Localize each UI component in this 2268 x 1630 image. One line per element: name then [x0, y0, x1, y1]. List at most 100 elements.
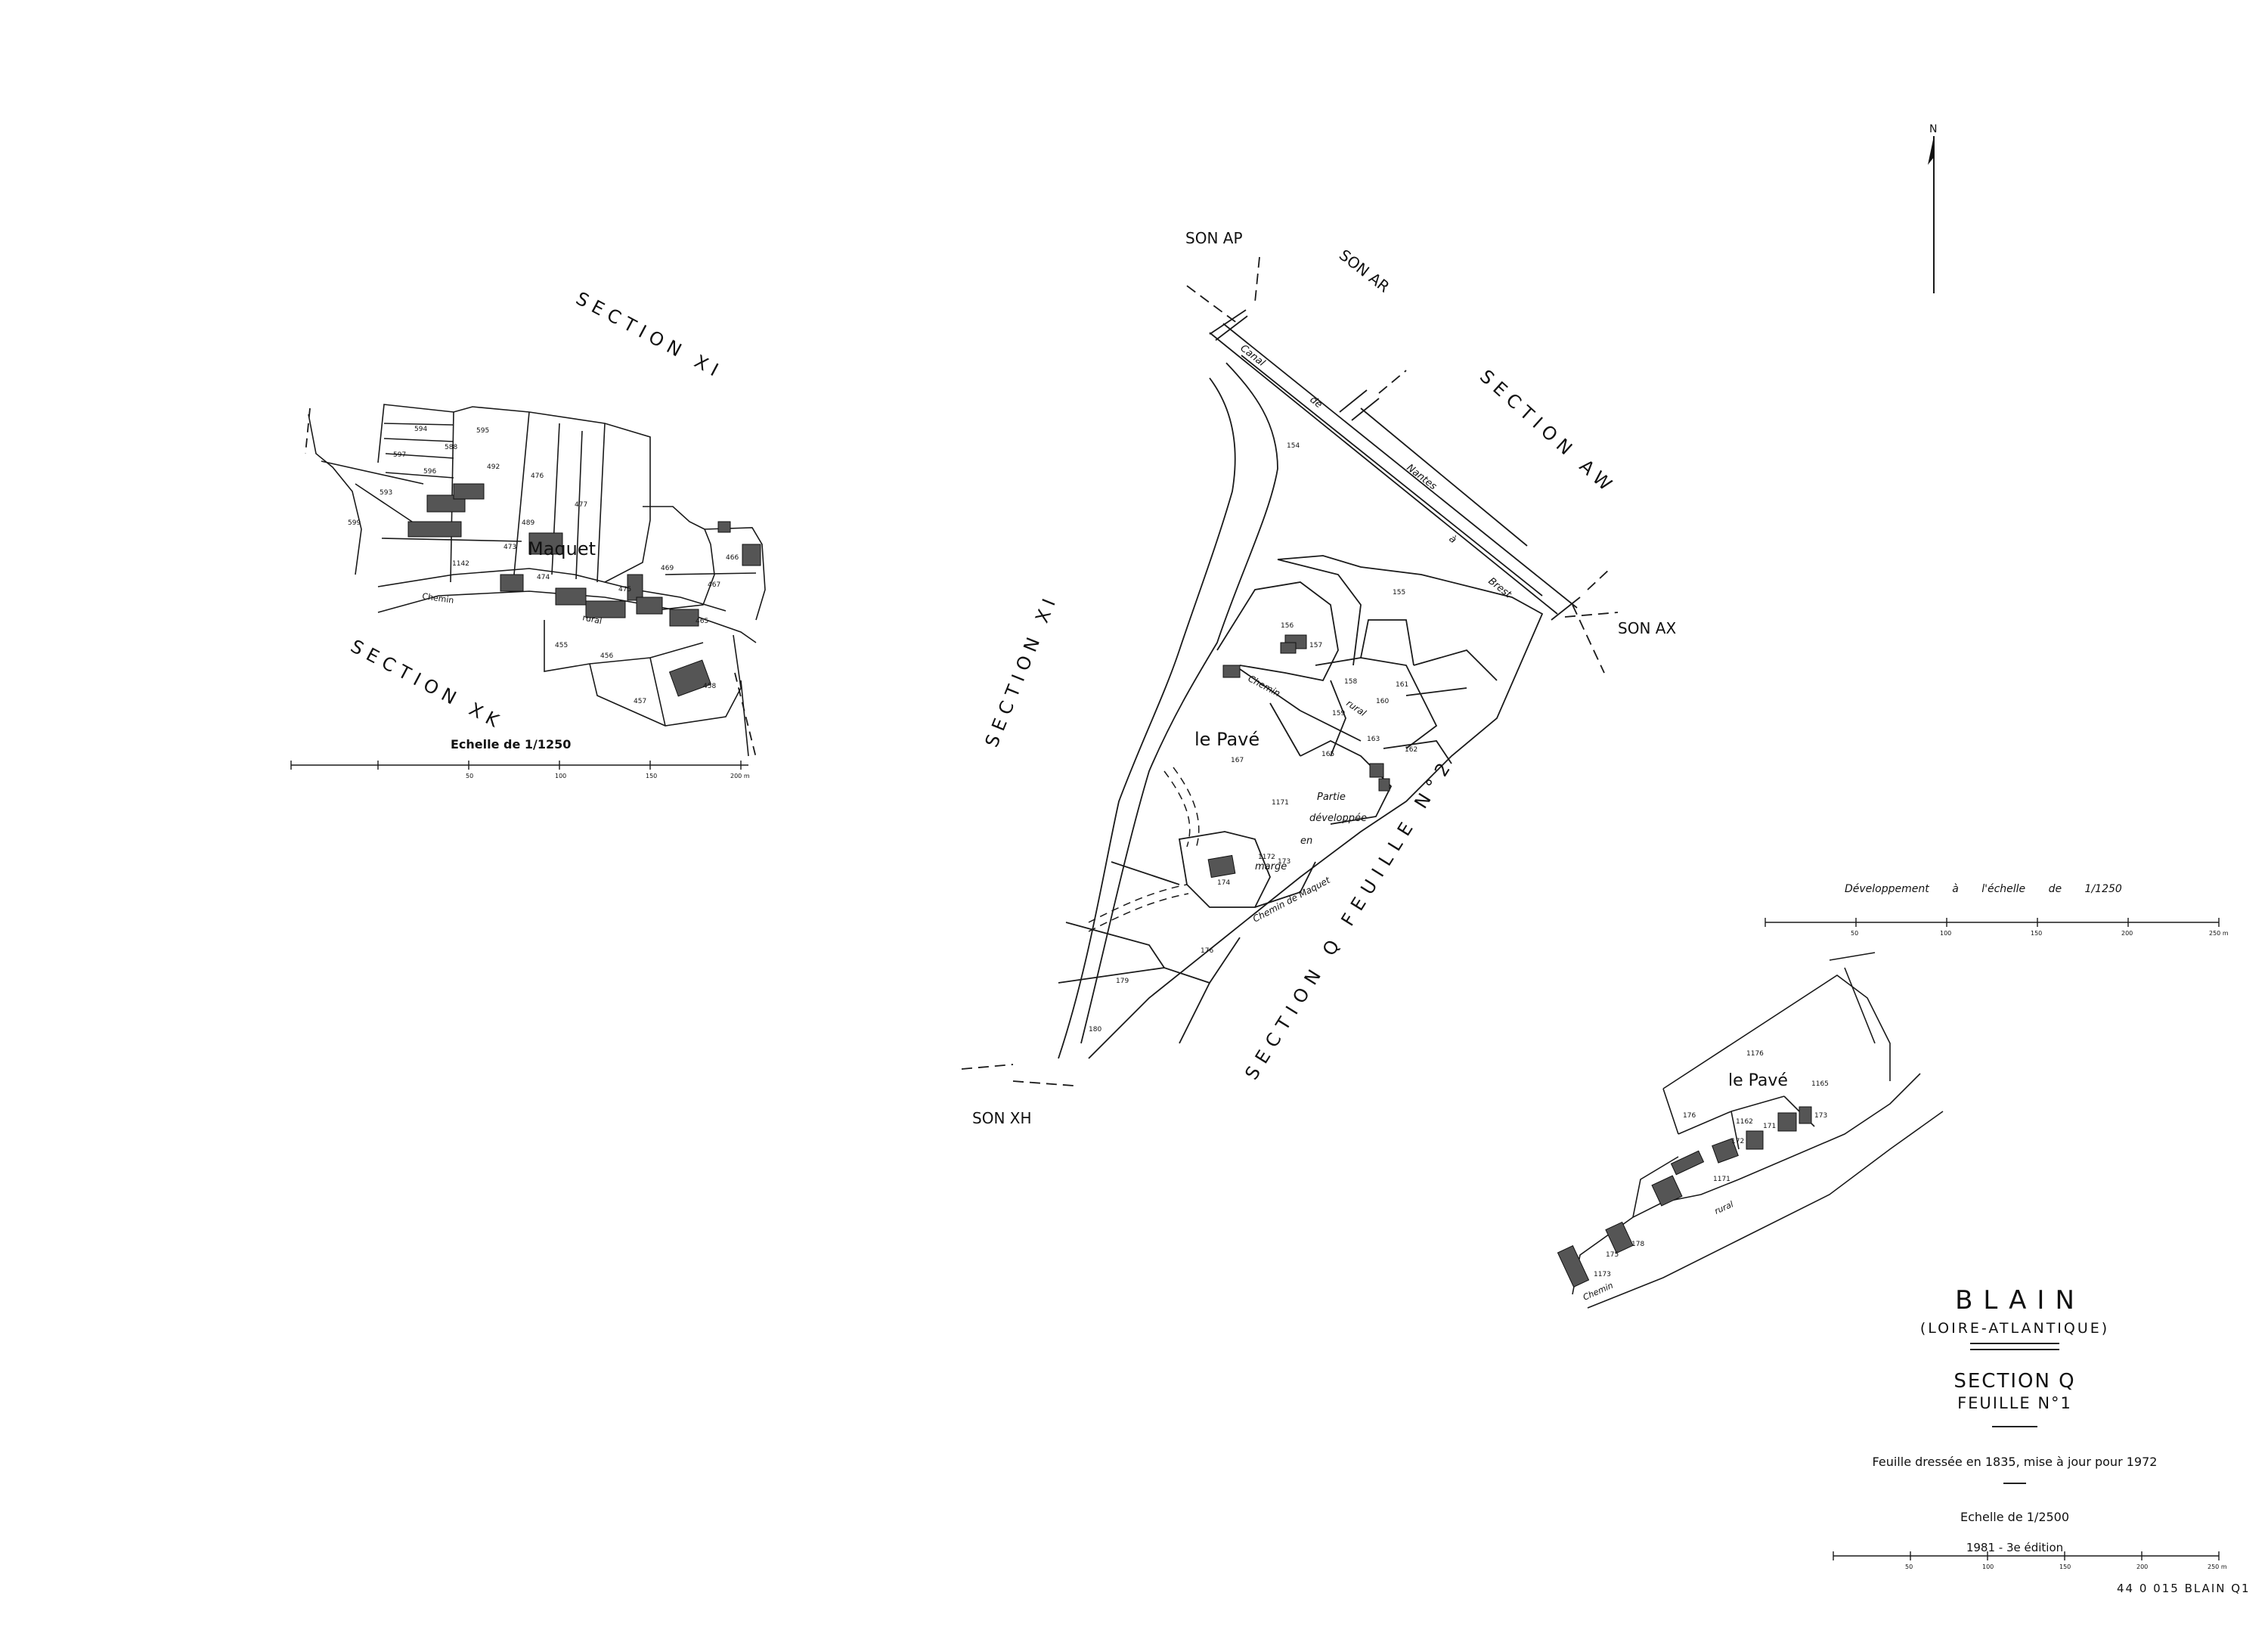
section-aw-label: SECTION AW: [1476, 366, 1620, 499]
parcel-number: 595: [476, 427, 489, 435]
development-caption: Développement à l'échelle de 1/1250: [1845, 883, 2122, 895]
parcel-number: 1172: [1258, 854, 1275, 861]
sheet-number: FEUILLE N°1: [1957, 1394, 2072, 1412]
parcel-number: 157: [1309, 642, 1322, 649]
parcel-number: 492: [487, 463, 500, 471]
parcel-number: 171: [1763, 1123, 1776, 1130]
parcel-number: 176: [1201, 947, 1213, 955]
parcel-number: 466: [726, 554, 739, 562]
parcel-number: 467: [708, 581, 720, 589]
scale-tick: 50: [466, 773, 474, 779]
section-xi-top-label: SECTION XI: [572, 288, 727, 384]
scale-tick: 100: [555, 773, 567, 779]
north-arrow-icon: [1928, 136, 1935, 293]
pave-parcel-numbers: 1176 1165 176 1162 172 171 173 1171 1173…: [1594, 1050, 1829, 1278]
parcel-number: 176: [1683, 1112, 1696, 1120]
main-road-label-1: Chemin: [1247, 673, 1282, 699]
scale-tick: 150: [2059, 1563, 2071, 1570]
scale-tick: 150: [2031, 930, 2043, 937]
parcel-number: 173: [1278, 858, 1290, 866]
parcel-number: 489: [522, 519, 534, 527]
parcel-number: 163: [1367, 736, 1380, 743]
sheet-reference: 44 0 015 BLAIN Q1: [2117, 1582, 2251, 1595]
parcel-number: 179: [1116, 978, 1129, 985]
parcel-number: 1165: [1811, 1080, 1829, 1088]
parcel-number: 1176: [1746, 1050, 1764, 1058]
pave-inset-outline: [1572, 952, 1944, 1309]
canal-labels: Canal de Nantes à Brest: [1238, 342, 1514, 600]
scale-tick: 200 m: [730, 773, 750, 779]
parcel-number: 175: [1606, 1251, 1619, 1259]
main-plan-outline: [1058, 362, 1544, 1059]
scale-tick: 250 m: [2208, 1563, 2227, 1570]
parcel-number: 1171: [1713, 1176, 1730, 1183]
main-section-limits: [961, 256, 1619, 1086]
parcel-number: 154: [1287, 442, 1300, 450]
section-title: SECTION Q: [1954, 1370, 2076, 1393]
parcel-number: 1162: [1736, 1118, 1753, 1126]
main-scale-bar: [1833, 1551, 2220, 1560]
parcel-number: 458: [703, 683, 716, 690]
parcel-number: 165: [1321, 751, 1334, 758]
maquet-scale-label: Echelle de 1/1250: [451, 737, 571, 751]
parcel-number: 465: [696, 618, 708, 625]
scale-tick: 100: [1940, 930, 1952, 937]
scale-tick: 200: [2121, 930, 2133, 937]
double-rule: [1970, 1343, 2059, 1350]
note-marge: marge: [1255, 861, 1287, 872]
parcel-number: 457: [634, 698, 646, 705]
maquet-scale-bar: [290, 761, 748, 770]
parcel-number: 161: [1396, 681, 1408, 689]
section-xk-label: SECTION XK: [347, 636, 507, 735]
main-dashed-paths: [1088, 767, 1200, 932]
main-road-label-3: Chemin de Maquet: [1251, 874, 1333, 924]
scale-tick: 150: [646, 773, 658, 779]
section-ax-label: SON AX: [1618, 619, 1676, 637]
maquet-section-limits: [305, 408, 757, 758]
parcel-number: 593: [380, 489, 392, 497]
department-label: (LOIRE-ATLANTIQUE): [1919, 1320, 2110, 1337]
parcel-number: 456: [600, 652, 613, 660]
parcel-number: 174: [1217, 879, 1230, 887]
parcel-number: 474: [537, 574, 550, 581]
parcel-number: 155: [1393, 589, 1405, 597]
parcel-number: 599: [348, 519, 361, 527]
parcel-number: 167: [1231, 757, 1244, 764]
pave-inset-place-label: le Pavé: [1728, 1071, 1788, 1090]
parcel-number: 1142: [452, 560, 469, 568]
parcel-number: 588: [445, 444, 457, 451]
main-place-label: le Pavé: [1194, 729, 1259, 750]
parcel-number: 178: [1631, 1241, 1644, 1248]
section-xi-center-label: SECTION XI: [981, 590, 1062, 751]
maquet-buildings: [407, 483, 761, 697]
scale-tick: 250 m: [2209, 930, 2229, 937]
parcel-number: 1173: [1594, 1271, 1611, 1278]
rule: [2003, 1483, 2026, 1484]
parcel-number: 159: [1332, 710, 1345, 717]
canal-label-2: de: [1308, 394, 1325, 411]
section-xh-label: SON XH: [972, 1109, 1032, 1127]
parcel-number: 173: [1814, 1112, 1827, 1120]
parcel-number: 160: [1376, 698, 1389, 705]
parcel-number: 1171: [1272, 799, 1289, 807]
main-plan-buildings: [1207, 634, 1390, 879]
development-scale-bar: [1765, 918, 2220, 927]
parcel-number: 473: [503, 544, 516, 551]
parcel-number: 597: [393, 451, 406, 459]
parcel-number: 594: [414, 426, 427, 433]
section-ar-label: SON AR: [1336, 246, 1393, 296]
rule: [1992, 1426, 2037, 1427]
pave-road-label-2: rural: [1713, 1199, 1735, 1216]
scale-tick: 50: [1851, 930, 1859, 937]
canal: [1209, 309, 1581, 621]
canal-label-3: Nantes: [1405, 462, 1439, 492]
parcel-number: 476: [531, 473, 544, 480]
note-developpee: développée: [1309, 813, 1367, 824]
scale-label: Echelle de 1/2500: [1960, 1510, 2070, 1524]
scale-tick: 200: [2136, 1563, 2149, 1570]
maquet-place-label: Maquet: [528, 538, 596, 559]
section-ap-label: SON AP: [1185, 229, 1243, 247]
compiled-note: Feuille dressée en 1835, mise à jour pou…: [1872, 1455, 2158, 1469]
